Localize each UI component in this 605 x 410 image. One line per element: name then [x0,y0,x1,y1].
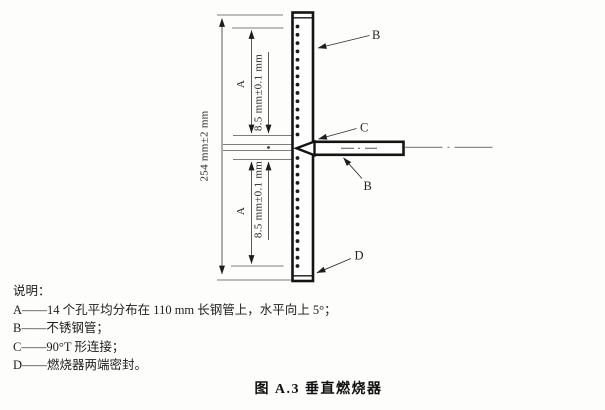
burner-hole [295,49,300,54]
label-c: C [360,121,368,135]
burner-hole [295,222,300,227]
burner-hole [295,66,300,70]
overall-length-dimension: 254 mm±2 mm [199,110,211,181]
burner-hole [295,41,300,46]
label-b-side: B [364,179,372,193]
burner-hole [295,230,300,235]
hole-span-label-upper: A [235,80,247,88]
burner-hole [295,132,300,137]
centerline-dot [267,146,270,149]
burner-hole [295,172,300,177]
burner-hole [295,156,300,160]
burner-hole [295,57,300,62]
hole-spacing-dimension-lower: 8.5 mm±0.1 mm [253,161,265,238]
burner-hole [295,74,300,79]
burner-hole [295,239,300,243]
legend-title: 说明： [13,284,51,298]
legend-item-c: C——90°T 形连接； [13,339,125,354]
burner-hole [295,115,300,120]
burner-hole [295,107,300,112]
legend-item-b: B——不锈钢管； [13,321,109,336]
burner-hole [295,91,300,95]
tee-connection-tip [293,139,316,157]
leader-d [316,258,352,274]
legend-item-d: D——燃烧器两端密封。 [13,358,148,373]
burner-hole [295,247,300,252]
burner-hole [295,124,300,129]
label-b-top: B [372,28,380,42]
leader-c [318,128,357,140]
figure-caption: 图 A.3 垂直燃烧器 [254,382,383,397]
dimension-lines [217,14,293,281]
burner-hole [295,82,300,87]
burner-hole [295,99,300,104]
burner-hole [295,189,300,194]
legend: 说明： A——14 个孔平均分布在 110 mm 长钢管上，水平向上 5°； B… [13,282,573,375]
burner-hole [295,264,300,268]
leader-lines [316,35,370,274]
holes-group [295,24,300,268]
leader-b-top [317,35,370,49]
hole-span-label-lower: A [235,207,247,215]
legend-item-a: A——14 个孔平均分布在 110 mm 长钢管上，水平向上 5°； [13,302,337,317]
leader-b-side [343,157,363,179]
burner-hole [295,197,300,202]
label-d: D [355,249,364,263]
hole-spacing-dimension-upper: 8.5 mm±0.1 mm [253,54,265,131]
burner-hole [295,164,300,169]
burner-hole [295,214,300,219]
burner-hole [295,24,300,29]
burner-hole [295,32,300,37]
burner-hole [295,255,300,260]
dimension-arrows-group [219,18,272,275]
burner-hole [295,205,300,210]
burner-hole [295,181,300,185]
